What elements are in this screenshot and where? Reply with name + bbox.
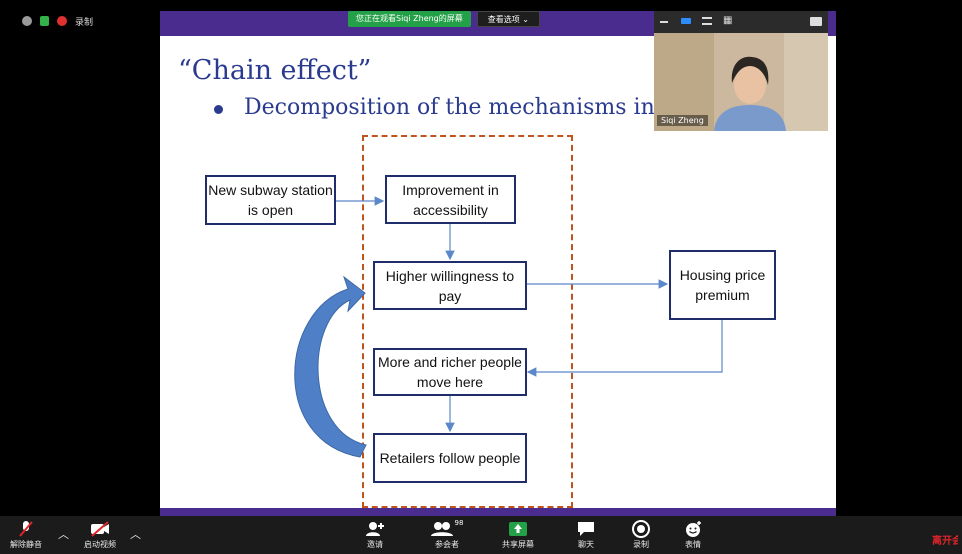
invite-label: 邀请 — [367, 540, 383, 549]
muted-microphone-icon — [15, 519, 37, 539]
box-new-subway: New subway station is open — [205, 175, 336, 225]
feedback-curved-arrow — [294, 275, 367, 458]
share-screen-button[interactable]: 共享屏幕 — [502, 519, 534, 550]
slide-footer-band — [160, 508, 836, 516]
leave-meeting-button[interactable]: 离开会议 — [932, 536, 958, 547]
smiley-icon — [682, 519, 704, 539]
recording-icon — [57, 16, 67, 26]
slide-bullet-text: Decomposition of the mechanisms in the — [244, 95, 698, 120]
view-options-button[interactable]: 查看选项 ⌄ — [476, 11, 541, 27]
viewing-screen-label: 您正在观看Siqi Zheng的屏幕 — [348, 11, 471, 27]
minimize-icon[interactable] — [660, 21, 668, 23]
record-label: 录制 — [633, 540, 649, 549]
reactions-label: 表情 — [685, 540, 701, 549]
meeting-status-bar: 录制 — [22, 14, 93, 28]
invite-button[interactable]: 邀请 — [364, 519, 386, 550]
viewing-banner: 您正在观看Siqi Zheng的屏幕 查看选项 ⌄ — [348, 11, 541, 27]
chat-button[interactable]: 聊天 — [575, 519, 597, 550]
participants-icon: 98 — [430, 519, 464, 539]
webcam-thumbnail[interactable]: ▦ Siqi Zheng — [654, 11, 828, 131]
box-accessibility: Improvement in accessibility — [385, 175, 516, 224]
box-willingness: Higher willingness to pay — [373, 261, 527, 310]
participant-name-label: Siqi Zheng — [657, 115, 708, 126]
arrow-housing-to-richer — [526, 320, 723, 377]
video-options-chevron-icon[interactable]: ︿ — [130, 528, 141, 541]
unmute-button[interactable]: 解除静音 — [10, 519, 42, 550]
box-retailers: Retailers follow people — [373, 433, 527, 483]
share-screen-label: 共享屏幕 — [502, 540, 534, 549]
add-person-icon — [364, 519, 386, 539]
record-button[interactable]: 录制 — [630, 519, 652, 550]
participant-video — [654, 33, 828, 131]
lock-icon[interactable] — [40, 16, 49, 26]
start-video-button[interactable]: 启动视频 — [84, 519, 116, 550]
gallery-view-icon[interactable]: ▦ — [723, 15, 733, 26]
box-richer-people: More and richer people move here — [373, 348, 527, 396]
participant-count: 98 — [454, 519, 464, 527]
recording-label: 录制 — [75, 17, 94, 28]
chat-bubble-icon — [575, 519, 597, 539]
slide-title: “Chain effect” — [178, 55, 372, 86]
share-screen-icon — [507, 519, 529, 539]
participants-label: 参会者 — [435, 540, 459, 549]
exit-fullscreen-icon[interactable] — [810, 17, 822, 26]
info-icon[interactable] — [22, 16, 32, 26]
chat-label: 聊天 — [578, 540, 594, 549]
audio-options-chevron-icon[interactable]: ︿ — [58, 528, 69, 541]
webcam-toolbar: ▦ — [654, 11, 828, 33]
start-video-label: 启动视频 — [84, 540, 116, 549]
participants-button[interactable]: 98 参会者 — [430, 519, 464, 550]
record-icon — [630, 519, 652, 539]
box-housing-premium: Housing price premium — [669, 250, 776, 320]
active-speaker-icon[interactable] — [681, 18, 691, 24]
mechanism-dashed-frame — [362, 135, 573, 508]
video-off-icon — [89, 519, 111, 539]
unmute-label: 解除静音 — [10, 540, 42, 549]
speaker-view-icon[interactable] — [702, 17, 712, 25]
bullet-dot — [214, 105, 223, 114]
reactions-button[interactable]: 表情 — [682, 519, 704, 550]
diagram-connectors — [294, 196, 723, 458]
meeting-toolbar: 解除静音 ︿ 启动视频 ︿ 邀请 98 参会者 共享屏幕 聊天 — [0, 516, 962, 554]
